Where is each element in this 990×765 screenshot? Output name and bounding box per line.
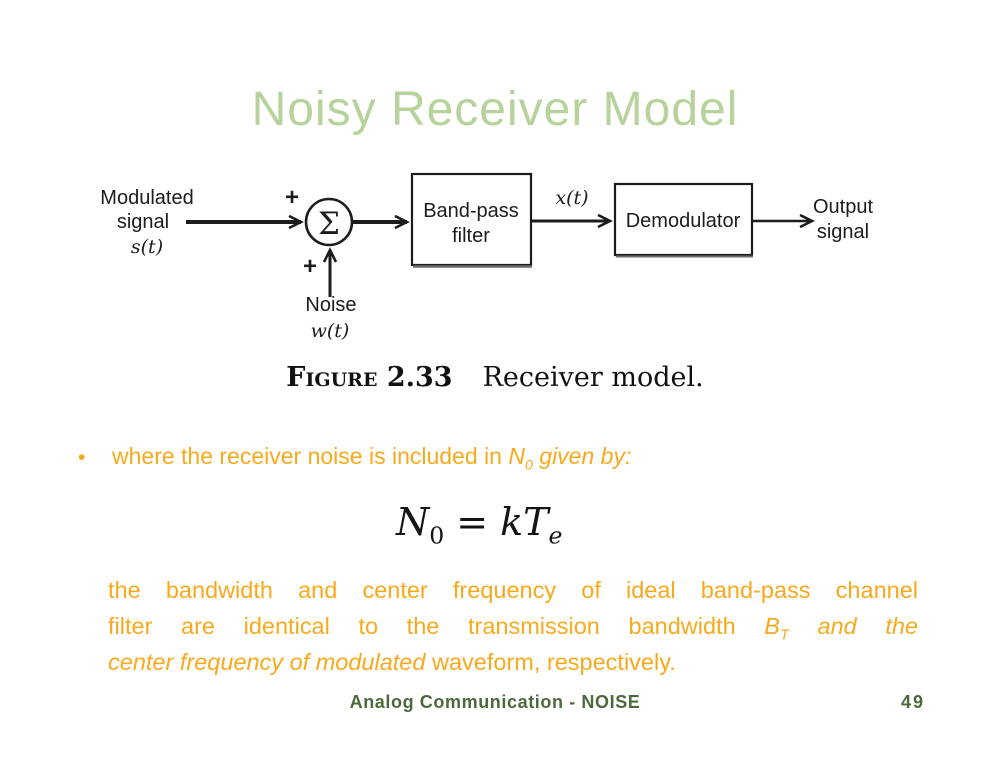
page-number: 49 <box>901 692 926 712</box>
modulated-signal-label-line1: Modulated <box>100 187 193 209</box>
receiver-model-figure: Modulated signal s(t) + + Σ Noise w(t) B… <box>60 150 990 410</box>
body-line-1: the bandwidth and center frequency of id… <box>108 572 918 608</box>
plus-sign-top: + <box>285 184 299 211</box>
body-line-2-variable: B <box>764 613 780 639</box>
page-title: Noisy Receiver Model <box>251 83 739 136</box>
body-line-3-text: waveform, respectively. <box>425 649 676 675</box>
demodulator-label: Demodulator <box>626 210 741 232</box>
bullet-dot: • <box>78 446 86 469</box>
figure-caption: Figure 2.33 Receiver model. <box>0 362 990 393</box>
demodulator-box <box>613 182 754 257</box>
receiver-model-diagram: Modulated signal s(t) + + Σ Noise w(t) B… <box>100 172 873 342</box>
body-paragraph: the bandwidth and center frequency of id… <box>108 572 918 680</box>
footer-title: Analog Communication - NOISE <box>349 692 641 712</box>
plus-sign-bottom: + <box>303 253 317 280</box>
body-line-2: filter are identical to the transmission… <box>108 608 918 644</box>
body-line-3-italic: center frequency of modulated <box>108 649 426 675</box>
body-line-3: center frequency of modulated waveform, … <box>108 644 918 680</box>
modulated-signal-math: s(t) <box>131 236 163 258</box>
formula-equals: = <box>456 500 489 544</box>
body-line-1-text: the bandwidth and center frequency of id… <box>108 577 918 603</box>
bullet-line: • where the receiver noise is included in… <box>78 441 631 473</box>
body-line-2-text: filter are identical to the transmission… <box>108 613 765 639</box>
formula-rhs: kT <box>500 500 549 544</box>
bandpass-label-line2: filter <box>452 225 490 247</box>
figure-caption-number: Figure 2.33 <box>286 362 453 393</box>
noise-label: Noise <box>305 294 356 316</box>
body-line-2-italic: and the <box>788 613 919 639</box>
formula-lhs-subscript: 0 <box>429 521 445 550</box>
noise-math: w(t) <box>311 320 350 342</box>
noise-formula: N0 =kTe <box>396 499 562 547</box>
body-line-2-variable-subscript: T <box>779 627 789 644</box>
bullet-variable: N <box>508 443 525 469</box>
bandpass-label-line1: Band-pass <box>423 200 519 222</box>
formula-lhs: N <box>396 500 430 544</box>
sigma-symbol: Σ <box>318 206 340 242</box>
figure-caption-text: Receiver model. <box>482 362 704 393</box>
output-label-line1: Output <box>813 196 873 218</box>
formula-rhs-subscript: e <box>548 521 563 550</box>
summing-junction <box>304 197 354 247</box>
bullet-text: where the receiver noise is included in <box>112 443 509 469</box>
bullet-text-italic: given by: <box>532 443 632 469</box>
x-of-t-label: x(t) <box>555 187 588 209</box>
output-label-line2: signal <box>817 221 869 243</box>
modulated-signal-label-line2: signal <box>117 211 169 233</box>
bullet-variable-subscript: 0 <box>524 457 533 474</box>
